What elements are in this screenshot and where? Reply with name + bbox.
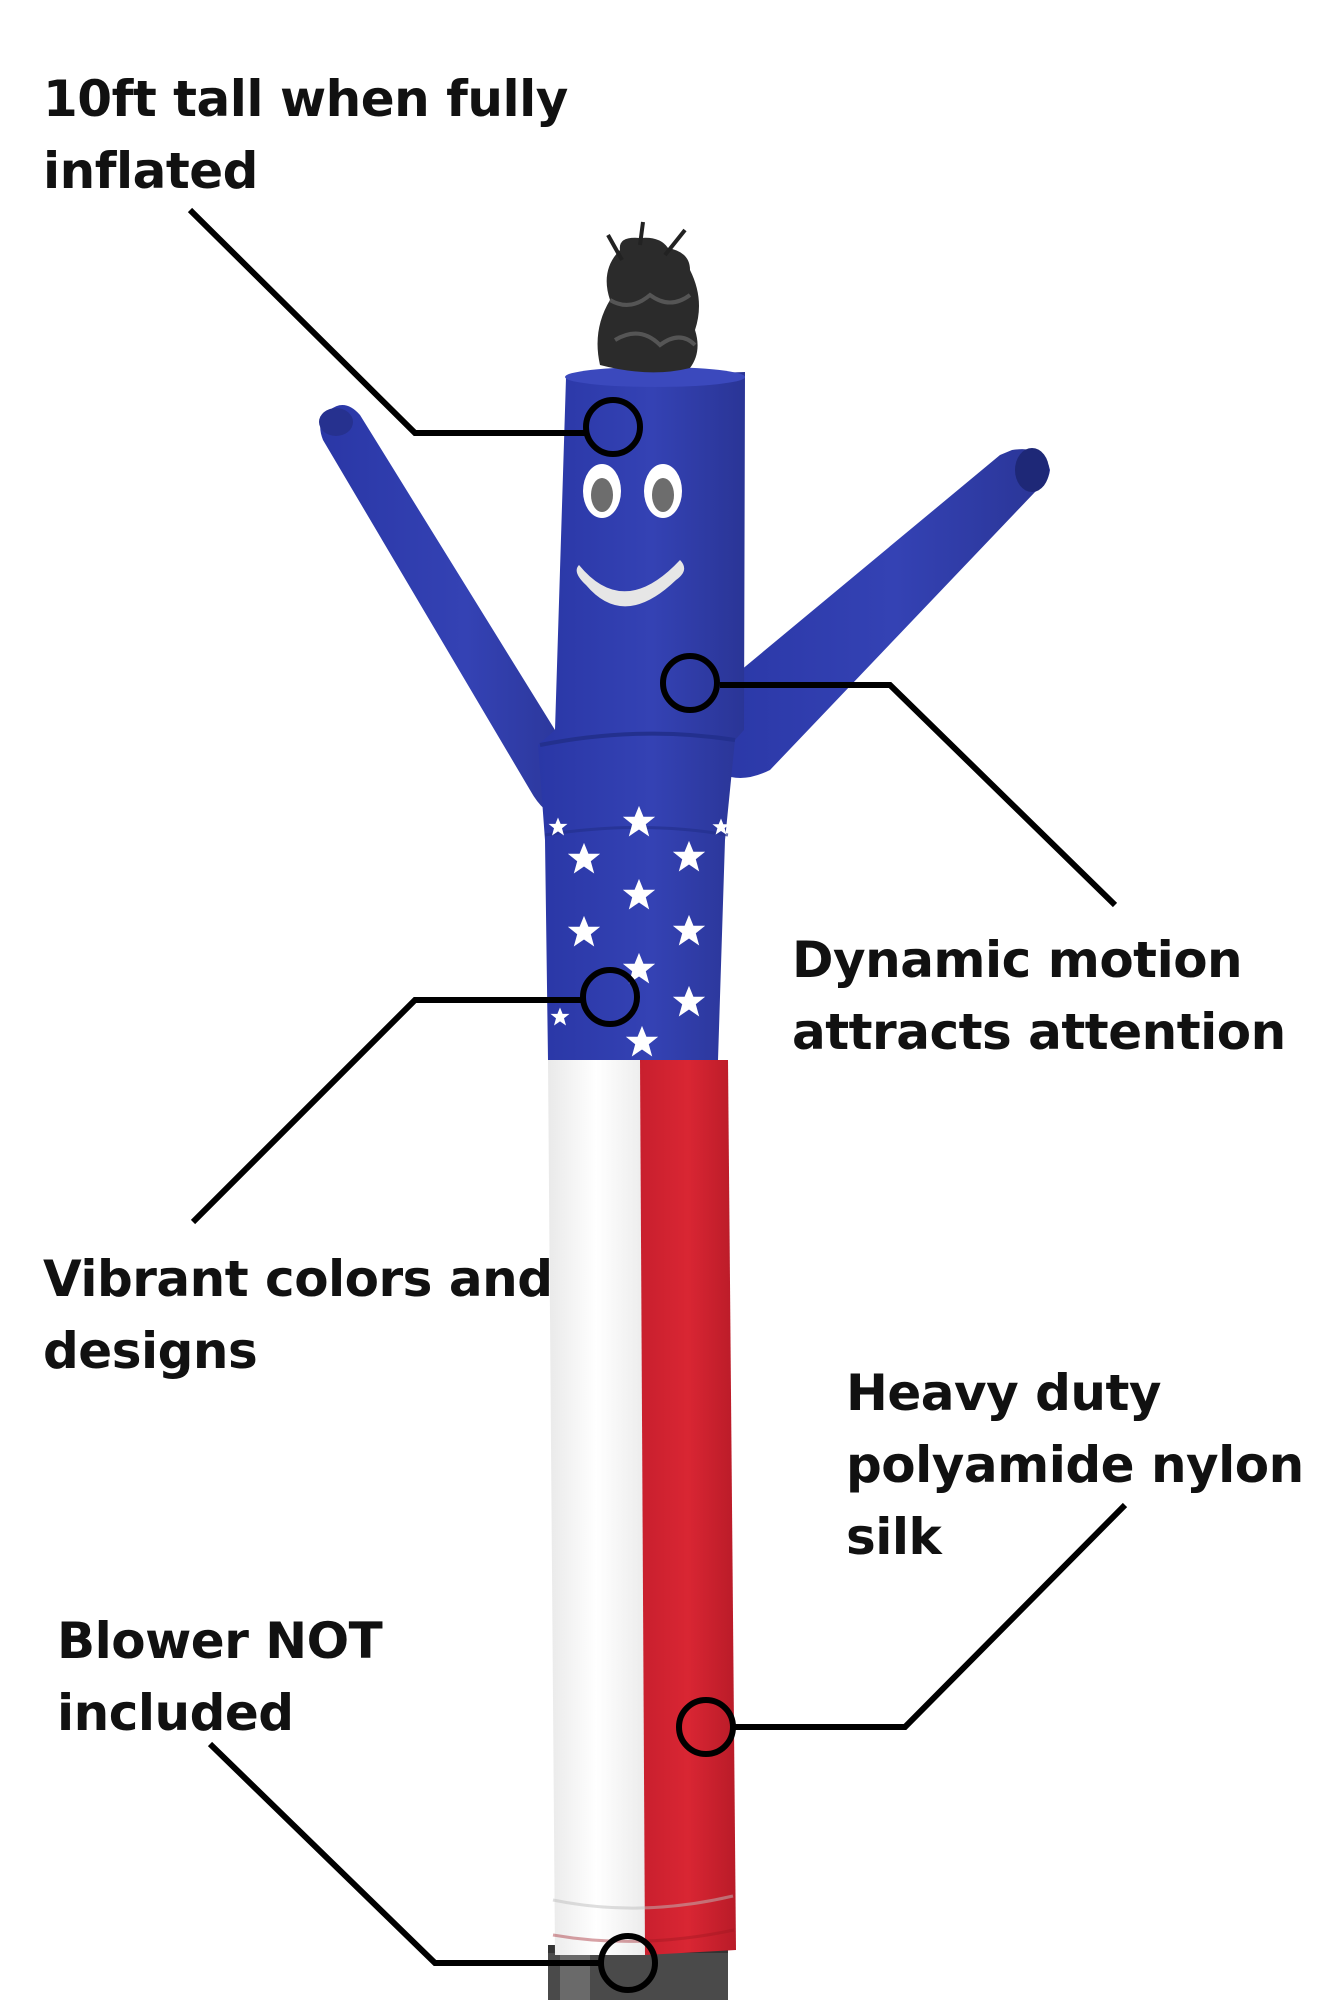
callout-material-line-2: polyamide nylon: [846, 1436, 1304, 1494]
callout-motion: Dynamic motion attracts attention: [792, 924, 1286, 1068]
callout-motion-line-1: Dynamic motion: [792, 931, 1243, 989]
callout-colors-line-1: Vibrant colors and: [43, 1250, 553, 1308]
callout-colors-line-2: designs: [43, 1322, 258, 1380]
body-stripes: [548, 1060, 736, 1955]
callout-blower-line-2: included: [57, 1684, 294, 1742]
callout-height-line-2: inflated: [43, 142, 258, 200]
callout-material-line-3: silk: [846, 1508, 942, 1566]
callout-marker-icon: [583, 397, 643, 457]
callout-marker-icon: [660, 653, 720, 713]
leader-lines: [187, 207, 1128, 1966]
callout-blower: Blower NOT included: [57, 1605, 383, 1749]
callout-markers: [580, 397, 736, 1993]
upper-body: [538, 367, 745, 1060]
callout-marker-icon: [580, 967, 640, 1027]
callout-height-line-1: 10ft tall when fully: [43, 70, 568, 128]
arms: [319, 405, 1050, 816]
callout-blower-line-1: Blower NOT: [57, 1612, 383, 1670]
callout-material-line-1: Heavy duty: [846, 1364, 1161, 1422]
leader-line-nylon: [735, 1502, 1128, 1730]
callout-height: 10ft tall when fully inflated: [43, 63, 568, 207]
leader-line-colors: [190, 997, 586, 1225]
face: [576, 464, 685, 607]
callout-marker-icon: [676, 1697, 736, 1757]
top-fringe: [597, 221, 699, 373]
callout-colors: Vibrant colors and designs: [43, 1243, 553, 1387]
leader-line-motion: [720, 682, 1118, 908]
callout-marker-icon: [598, 1933, 658, 1993]
callout-motion-line-2: attracts attention: [792, 1003, 1286, 1061]
callout-material: Heavy duty polyamide nylon silk: [846, 1357, 1304, 1573]
leader-line-tall: [187, 207, 588, 436]
leader-line-blower: [207, 1741, 603, 1966]
